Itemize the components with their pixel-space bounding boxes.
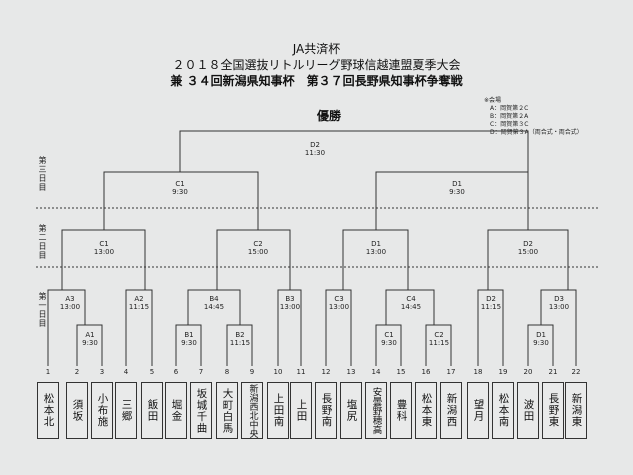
team-box: 長野南: [315, 382, 337, 439]
team-box: 松本東: [415, 382, 437, 439]
team-box: 安曇野穂高: [365, 382, 387, 439]
team-box: 大町白馬: [216, 382, 238, 439]
team-box: 小布施: [91, 382, 113, 439]
team-box: 新潟西北中央: [241, 382, 263, 439]
team-box: 堀金: [165, 382, 187, 439]
team-box: 長野東: [542, 382, 564, 439]
seed-number: 5: [149, 368, 155, 376]
seed-number: 6: [173, 368, 179, 376]
tournament-sponsor: JA共済杯: [292, 42, 341, 56]
seed-number: 4: [123, 368, 129, 376]
seed-number: 2: [74, 368, 80, 376]
team-box: 飯田: [141, 382, 163, 439]
seed-number: 7: [198, 368, 204, 376]
team-box: 塩尻: [340, 382, 362, 439]
seed-number: 14: [371, 368, 381, 376]
venue-c: C：岡賀第３C: [490, 121, 529, 128]
seed-number: 15: [396, 368, 406, 376]
tournament-subtitle: 兼 ３４回新潟県知事杯 第３７回長野県知事杯争奪戦: [170, 74, 463, 88]
seed-number: 18: [473, 368, 483, 376]
team-box: 松本北: [37, 382, 59, 439]
seed-number: 1: [45, 368, 51, 376]
team-box: 波田: [517, 382, 539, 439]
seed-number: 12: [321, 368, 331, 376]
day-label-1: 第一日目: [38, 292, 47, 328]
team-box: 坂城千曲: [190, 382, 212, 439]
venue-d: D：岡賀第３A（両合式・両合式）: [490, 129, 583, 136]
seed-number: 17: [446, 368, 456, 376]
seed-number: 19: [498, 368, 508, 376]
venue-a: A：岡賀第２C: [490, 105, 529, 112]
seed-number: 13: [346, 368, 356, 376]
team-box: 新潟東: [565, 382, 587, 439]
venue-legend-title: ※会場: [484, 97, 502, 104]
venue-b: B：岡賀第２A: [490, 113, 529, 120]
seed-number: 20: [523, 368, 533, 376]
team-box: 須坂: [66, 382, 88, 439]
team-box: 三郷: [115, 382, 137, 439]
seed-number: 22: [571, 368, 581, 376]
team-box: 上田南: [267, 382, 289, 439]
seed-number: 21: [548, 368, 558, 376]
seed-number: 9: [249, 368, 255, 376]
day-label-2: 第二日目: [38, 224, 47, 260]
team-box: 望月: [467, 382, 489, 439]
team-box: 新潟西: [440, 382, 462, 439]
day-label-3: 第三日目: [38, 156, 47, 192]
team-box: 松本南: [492, 382, 514, 439]
champion-label: 優勝: [316, 109, 341, 123]
seed-number: 3: [99, 368, 105, 376]
team-box: 豊科: [390, 382, 412, 439]
seed-number: 11: [296, 368, 306, 376]
team-box: 上田: [290, 382, 312, 439]
tournament-title: ２０１８全国選抜リトルリーグ野球信越連盟夏季大会: [172, 58, 461, 72]
seed-number: 16: [421, 368, 431, 376]
seed-number: 8: [224, 368, 230, 376]
seed-number: 10: [273, 368, 283, 376]
